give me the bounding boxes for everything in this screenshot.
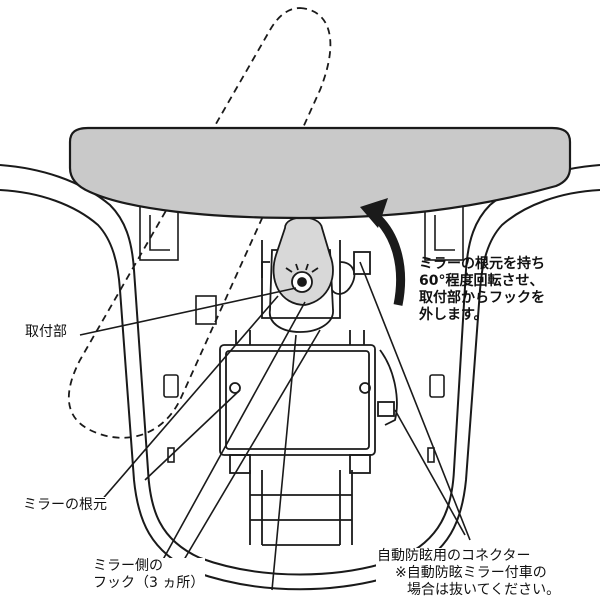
label-hooks-line-1: ミラー側の	[93, 558, 163, 574]
instruction-callout: ミラーの根元を持ち 60°程度回転させ、 取付部からフックを 外します。	[418, 256, 546, 324]
instruction-line-3: 取付部からフックを	[419, 290, 545, 306]
leader-mount	[79, 287, 297, 336]
instruction-line-2: 60°程度回転させ、	[419, 273, 544, 289]
leader-connector-2	[394, 409, 466, 536]
label-hooks: ミラー側の フック（3 ヵ所）	[92, 558, 206, 592]
label-mount: 取付部	[24, 324, 68, 341]
leader-mirror-base	[99, 295, 279, 503]
leader-hook-3	[271, 334, 297, 591]
rearview-mirror	[68, 126, 572, 220]
mirror-mount-base	[261, 216, 371, 333]
leader-connector-1	[359, 261, 471, 541]
connector-housing	[219, 330, 398, 546]
leader-hook-2	[174, 329, 321, 576]
label-connector: 自動防眩用のコネクター ※自動防眩ミラー付車の 場合は抜いてください。	[376, 548, 562, 599]
rotation-arrow	[360, 198, 406, 306]
label-connector-line-2: ※自動防眩ミラー付車の	[395, 565, 547, 581]
label-connector-line-1: 自動防眩用のコネクター	[377, 548, 531, 564]
leader-connector-3	[144, 389, 241, 481]
label-mirror-base: ミラーの根元	[22, 497, 108, 514]
instruction-line-4: 外します。	[419, 307, 488, 323]
label-connector-line-3: 場合は抜いてください。	[407, 582, 561, 598]
label-hooks-line-2: フック（3 ヵ所）	[93, 575, 205, 591]
leader-hook-1	[159, 301, 306, 566]
rotated-mirror-outline	[67, 7, 332, 439]
leader-lines	[79, 261, 471, 591]
windshield-frame	[0, 164, 600, 591]
instruction-line-1: ミラーの根元を持ち	[419, 256, 545, 272]
